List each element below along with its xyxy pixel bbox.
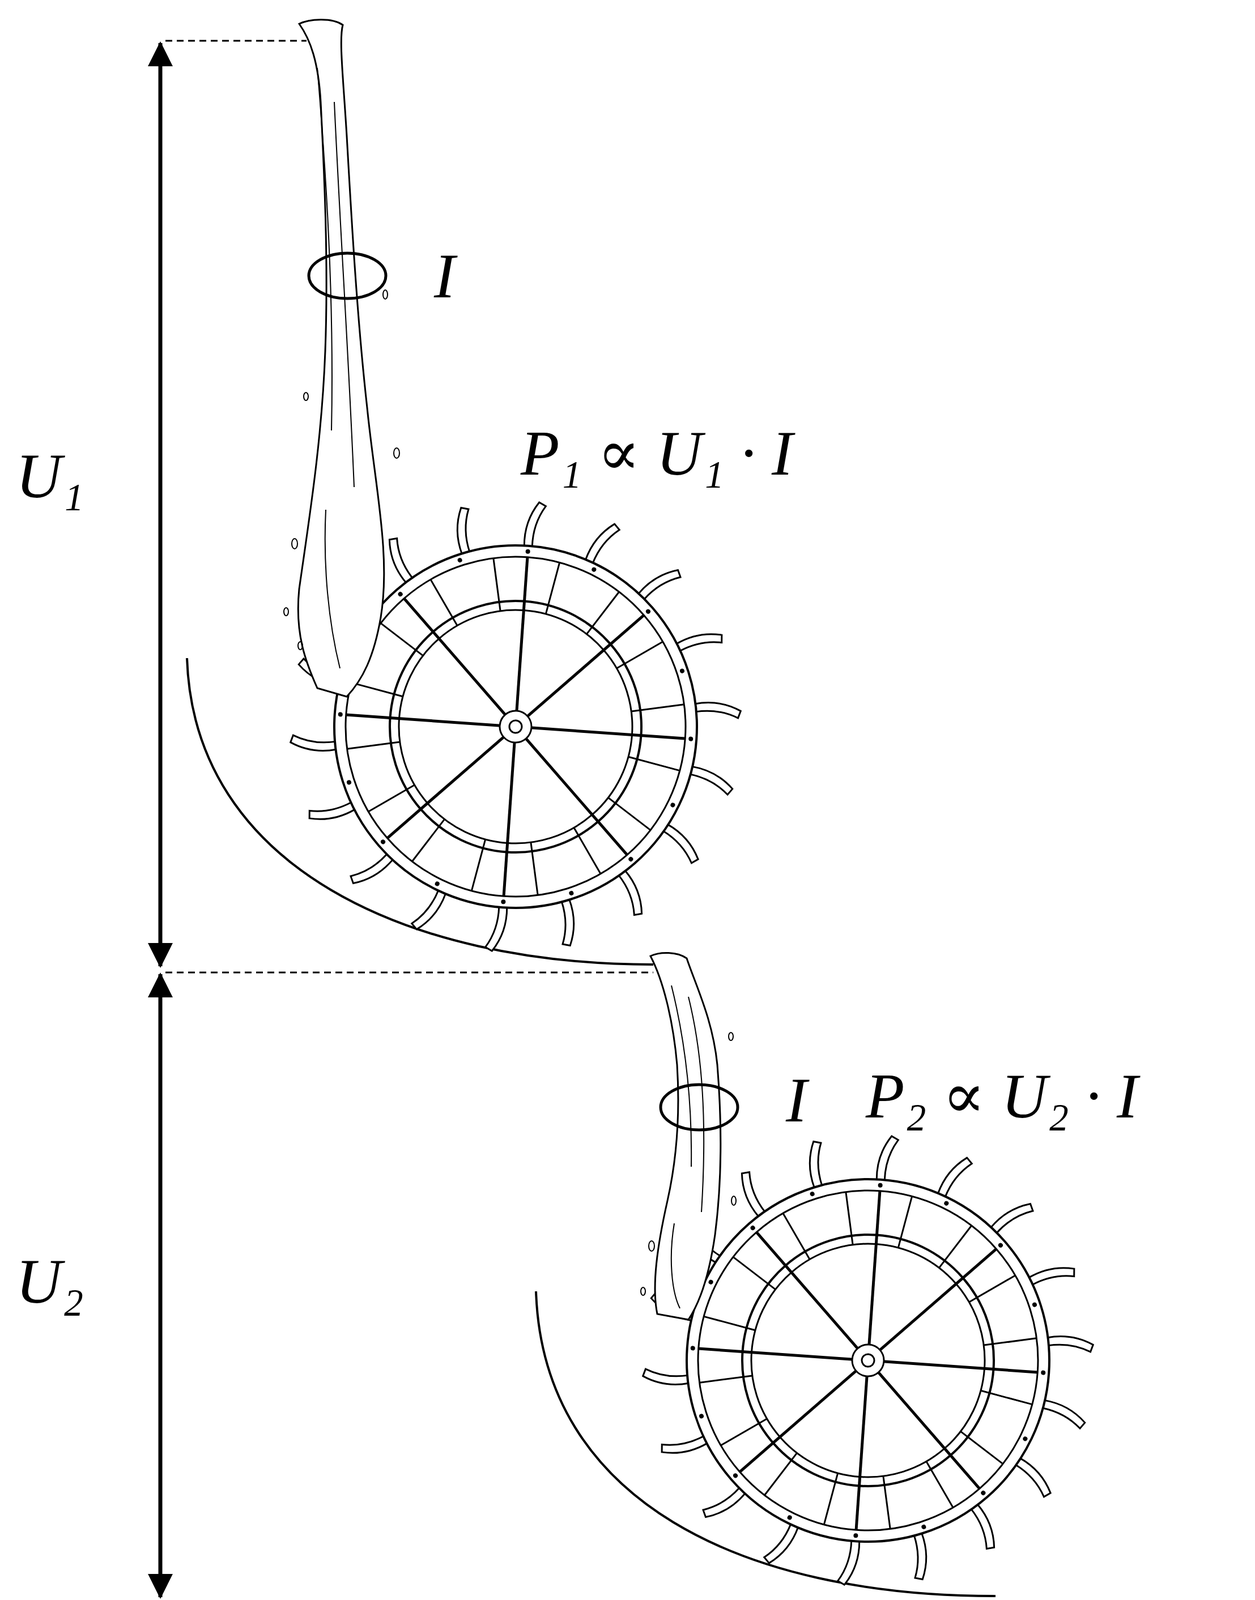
illustration-part xyxy=(648,1241,655,1252)
current-label: I xyxy=(785,1064,807,1138)
illustration-part xyxy=(383,290,388,300)
illustration-part xyxy=(303,392,309,401)
power-formula: P₂ ∝ U₂ · I xyxy=(865,1060,1138,1134)
illustration-part xyxy=(298,19,385,697)
power-formula: P₁ ∝ U₁ · I xyxy=(520,417,793,491)
illustration-part xyxy=(317,67,355,669)
level-line xyxy=(165,40,307,42)
illustration-part xyxy=(731,1196,737,1206)
water-stream xyxy=(640,953,737,1321)
current-ring xyxy=(308,253,386,299)
level-line xyxy=(165,972,654,974)
current-label: I xyxy=(434,239,455,313)
illustration-part xyxy=(650,953,721,1321)
water-stream xyxy=(283,19,400,697)
height-label: U₁ xyxy=(15,439,84,513)
illustration-part xyxy=(671,985,704,1309)
height-label: U₂ xyxy=(15,1245,84,1319)
illustration-part xyxy=(728,1032,734,1041)
illustration-part xyxy=(291,538,298,550)
current-ring xyxy=(660,1085,738,1131)
illustration-part xyxy=(283,607,289,616)
illustration-part xyxy=(298,641,303,650)
height-arrow xyxy=(158,974,163,1598)
illustration-part xyxy=(640,1287,646,1296)
height-arrow xyxy=(158,43,163,967)
illustration-part xyxy=(393,448,400,459)
